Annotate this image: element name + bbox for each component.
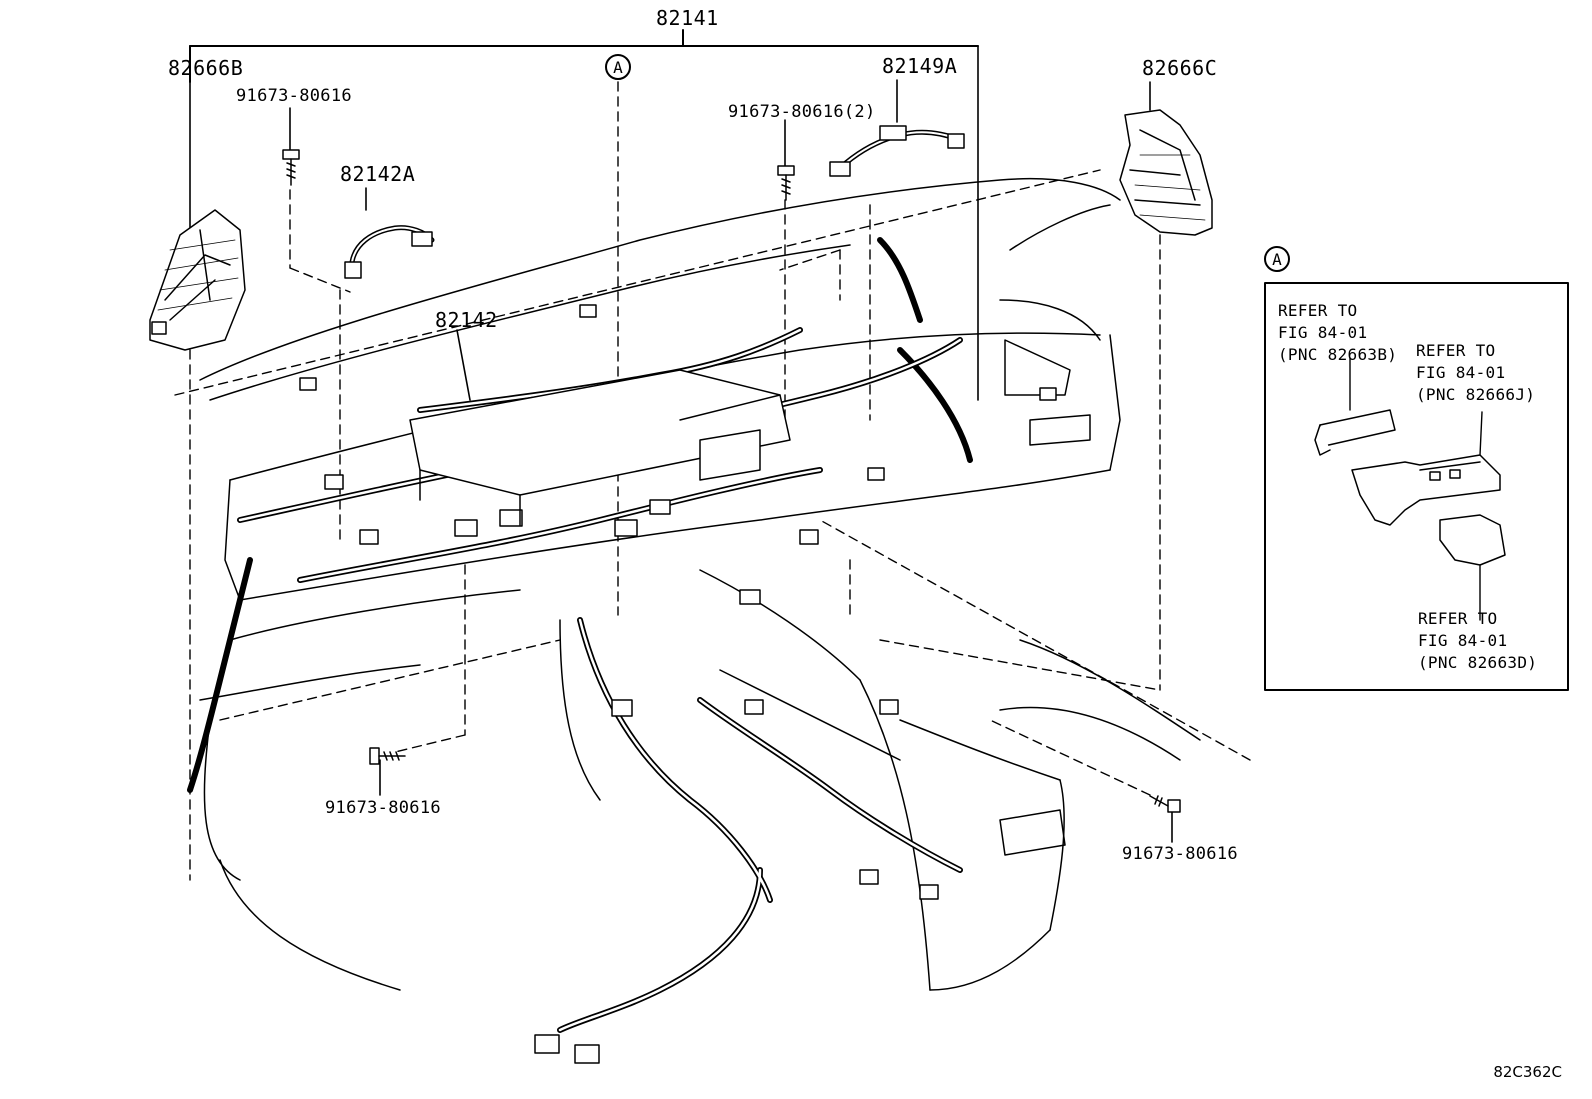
center-module bbox=[409, 369, 791, 526]
detail-marker-a: A bbox=[1264, 246, 1290, 272]
label-main-harness: 82141 bbox=[656, 6, 719, 30]
detail-ref-82663D: REFER TO FIG 84-01 (PNC 82663D) bbox=[1418, 608, 1537, 674]
left-block-hatch bbox=[157, 239, 239, 311]
detail-ref-82663B: REFER TO FIG 84-01 (PNC 82663B) bbox=[1278, 300, 1397, 366]
ref-line: (PNC 82663B) bbox=[1278, 345, 1398, 364]
left-block-82666B bbox=[149, 209, 246, 351]
detail-ref-82666J: REFER TO FIG 84-01 (PNC 82666J) bbox=[1416, 340, 1535, 406]
label-sub-harness-b: 82142A bbox=[340, 162, 416, 186]
detail-leaders bbox=[1349, 357, 1483, 621]
ref-line: FIG 84-01 bbox=[1418, 631, 1508, 650]
right-block-82666C bbox=[1119, 109, 1213, 236]
bolt-icon bbox=[282, 149, 1181, 813]
label-bolt-bottom-right: 91673-80616 bbox=[1122, 844, 1238, 864]
detail-box-frame bbox=[1264, 282, 1569, 691]
dashboard-outline bbox=[199, 177, 1201, 991]
label-bolt-bottom-left: 91673-80616 bbox=[325, 798, 441, 818]
figure-code: 82C362C bbox=[1493, 1063, 1562, 1081]
label-right-block: 82666C bbox=[1142, 56, 1218, 80]
label-left-block: 82666B bbox=[168, 56, 244, 80]
ref-line: REFER TO bbox=[1278, 301, 1358, 320]
ref-line: REFER TO bbox=[1418, 609, 1498, 628]
right-block-hatch bbox=[1134, 154, 1206, 221]
ref-line: FIG 84-01 bbox=[1278, 323, 1368, 342]
label-bolt-top-left: 91673-80616 bbox=[236, 86, 352, 106]
label-center-harness: 82142 bbox=[435, 308, 498, 332]
callout-marker-a: A bbox=[605, 54, 631, 80]
ref-line: (PNC 82663D) bbox=[1418, 653, 1538, 672]
detail-parts bbox=[1314, 409, 1506, 566]
leader-lines bbox=[189, 45, 1173, 843]
main-harness-leader bbox=[189, 29, 979, 83]
ref-line: REFER TO bbox=[1416, 341, 1496, 360]
ref-line: FIG 84-01 bbox=[1416, 363, 1506, 382]
harness-bundle bbox=[187, 237, 973, 1033]
harness-connectors bbox=[299, 304, 1057, 1064]
label-sub-harness-a: 82149A bbox=[882, 54, 958, 78]
ref-line: (PNC 82666J) bbox=[1416, 385, 1536, 404]
label-bolt-top-center: 91673-80616(2) bbox=[728, 102, 876, 122]
